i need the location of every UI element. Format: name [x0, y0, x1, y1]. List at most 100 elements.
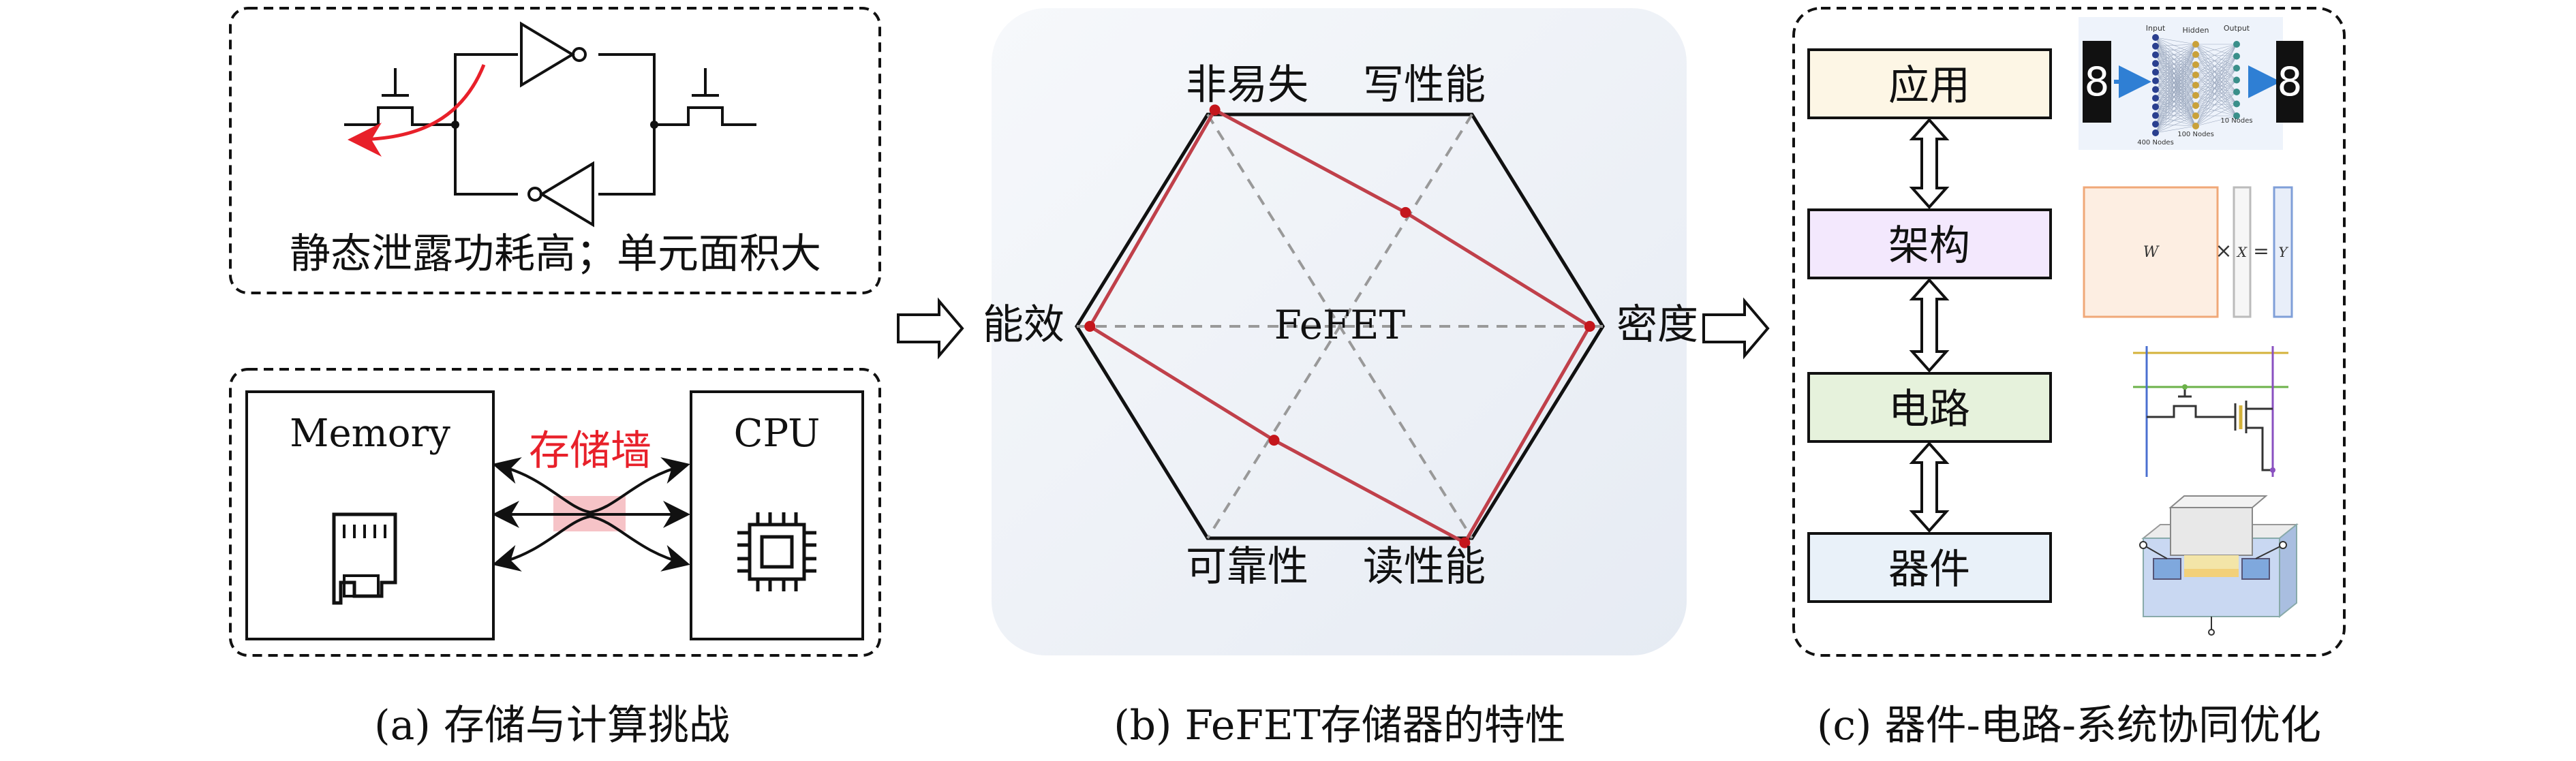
- nn-edge: [2155, 106, 2196, 117]
- nn-edge: [2155, 95, 2196, 134]
- nn-edge: [2195, 95, 2237, 104]
- nn-edge: [2155, 105, 2196, 108]
- nn-edge: [2195, 67, 2237, 127]
- nn-input-label: Input: [2146, 24, 2166, 33]
- nn-edge: [2155, 54, 2196, 116]
- flow-arrow-a-to-b: [897, 297, 964, 360]
- nn-edge: [2195, 105, 2237, 117]
- nn-edge: [2155, 64, 2196, 134]
- nn-hidden-nodes-label: 100 Nodes: [2177, 131, 2214, 138]
- nn-edge: [2155, 105, 2196, 125]
- nn-edge: [2195, 91, 2237, 96]
- nn-edge: [2155, 44, 2196, 125]
- matrix-multiply-thumbnail: W × X = Y: [2083, 186, 2293, 318]
- nn-edge: [2155, 64, 2196, 125]
- nn-edge: [2155, 44, 2196, 134]
- nn-node: [2192, 123, 2199, 129]
- nn-edge: [2155, 44, 2196, 64]
- nn-edge: [2155, 54, 2196, 99]
- matrix-w: [2083, 186, 2219, 318]
- nn-edge: [2195, 44, 2237, 117]
- fefet-center-label: FeFET: [1274, 302, 1406, 348]
- nn-edge: [2195, 74, 2237, 93]
- radar-axis-label-4: 读性能: [1363, 543, 1486, 591]
- nn-edge: [2195, 74, 2237, 117]
- output-digit: 8: [2278, 59, 2303, 105]
- sram-schematic: [344, 21, 756, 228]
- nn-edge: [2195, 44, 2237, 86]
- node-dot: [650, 121, 658, 129]
- panel-b: 非易失写性能密度读性能可靠性能效 FeFET (b) FeFET存储器的特性: [983, 8, 1698, 749]
- radar-point-4: [1459, 537, 1471, 548]
- radar-point-3: [1584, 321, 1595, 332]
- nn-node: [2152, 103, 2159, 110]
- nn-edge: [2155, 74, 2196, 108]
- nn-edge: [2155, 54, 2196, 125]
- nn-node: [2233, 52, 2240, 60]
- nn-edge: [2155, 95, 2196, 116]
- nn-node: [2192, 72, 2199, 78]
- nn-edge: [2155, 74, 2196, 134]
- output-digit-image: [2276, 41, 2303, 123]
- nn-edge: [2155, 64, 2196, 90]
- nn-node: [2233, 65, 2240, 72]
- nn-edge: [2155, 44, 2196, 73]
- nn-output-label: Output: [2224, 24, 2250, 33]
- nn-edge: [2195, 80, 2237, 127]
- radar-axis-label-2: 写性能: [1363, 61, 1486, 109]
- nn-edge: [2155, 105, 2196, 134]
- nn-edge: [2195, 44, 2237, 93]
- nn-edge: [2155, 54, 2196, 134]
- nn-edge: [2155, 44, 2196, 99]
- equals-symbol: =: [2253, 240, 2269, 262]
- nn-edge: [2195, 67, 2237, 117]
- nn-edge: [2155, 95, 2196, 108]
- cpu-block: [690, 390, 864, 640]
- nn-node: [2192, 61, 2199, 68]
- nn-edge: [2195, 56, 2237, 117]
- nn-edge: [2155, 44, 2196, 55]
- vector-x: [2233, 186, 2252, 318]
- nn-node: [2152, 51, 2159, 59]
- nn-edge: [2195, 80, 2237, 117]
- nn-node: [2233, 76, 2240, 84]
- nn-edge: [2195, 67, 2237, 86]
- nn-edge: [2155, 95, 2196, 99]
- nn-edge: [2195, 44, 2237, 65]
- nn-node: [2233, 112, 2240, 119]
- radar-axis-label-3: 密度: [1616, 301, 1698, 349]
- radar-axis-label-6: 能效: [983, 301, 1064, 349]
- nn-node: [2233, 89, 2240, 95]
- radar-point-2: [1400, 206, 1411, 218]
- nn-edge: [2155, 97, 2196, 106]
- sram-caption: 静态泄露功耗高；单元面积大: [290, 230, 821, 278]
- nn-node: [2192, 41, 2199, 48]
- nn-edge: [2155, 44, 2196, 90]
- nn-edge: [2195, 104, 2237, 127]
- nn-node: [2152, 77, 2159, 84]
- matrix-w-label: W: [2143, 244, 2160, 261]
- nn-edge: [2195, 91, 2237, 127]
- circuit-thumbnail: [2133, 346, 2288, 477]
- nn-edge: [2195, 84, 2237, 104]
- nn-input-nodes-label: 400 Nodes: [2137, 139, 2174, 146]
- nn-node: [2152, 60, 2159, 67]
- nn-edge: [2195, 44, 2237, 80]
- nn-edge: [2195, 67, 2237, 76]
- layer-connector-arrows: [1909, 117, 1950, 533]
- nn-edge: [2195, 115, 2237, 127]
- times-symbol: ×: [2215, 239, 2232, 263]
- data-transfer-arrows: [492, 457, 690, 572]
- vector-y: [2273, 186, 2293, 318]
- nn-edge: [2195, 95, 2237, 117]
- nn-edge: [2195, 104, 2237, 117]
- nn-edge: [2155, 44, 2196, 116]
- nn-edge: [2195, 84, 2237, 93]
- nn-connections: [2155, 37, 2237, 134]
- nn-node: [2233, 41, 2240, 48]
- memory-label: Memory: [290, 411, 450, 456]
- nn-nodes: [2152, 34, 2240, 136]
- nn-edge: [2155, 74, 2196, 99]
- nn-edge: [2155, 105, 2196, 116]
- nn-edge: [2155, 123, 2196, 127]
